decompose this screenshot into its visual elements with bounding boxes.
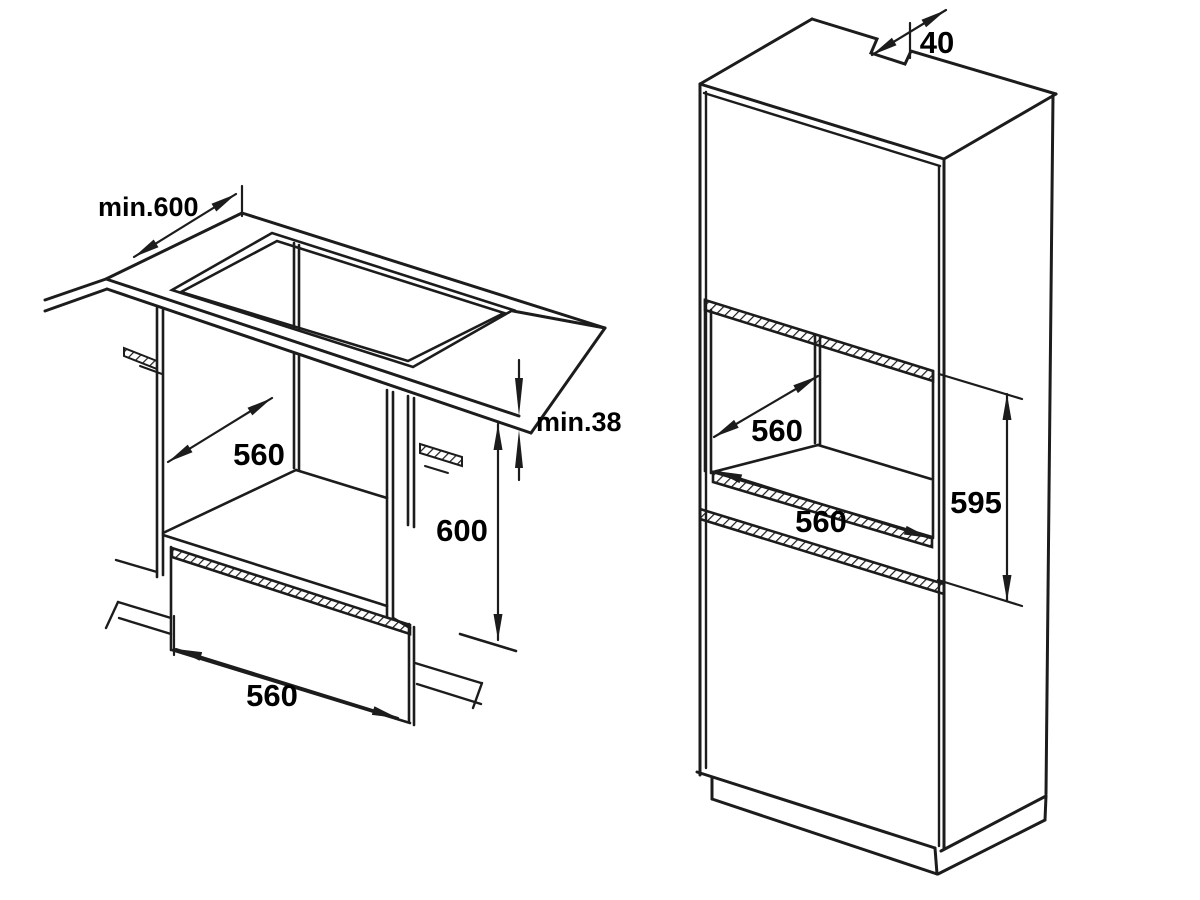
bottom-front-panel	[169, 545, 416, 727]
base-break-lines	[104, 558, 484, 710]
dimension-niche-width: 560	[714, 469, 932, 540]
dimension-cavity-width: 560	[172, 614, 400, 720]
dimension-label-niche-height: 595	[950, 485, 1002, 520]
dimension-label-niche-depth: 560	[751, 413, 803, 448]
dimension-cavity-depth: 560	[166, 396, 285, 472]
oven-niche	[698, 298, 946, 596]
worktop-outline	[43, 211, 607, 435]
dimension-niche-height: 595	[936, 372, 1024, 608]
oven-cavity-structure	[155, 241, 518, 653]
dimension-niche-depth: 560	[712, 374, 820, 448]
dimension-label-rear-gap: 40	[920, 25, 954, 60]
support-rail-right	[419, 442, 463, 474]
dimension-label-worktop-thickness: min.38	[536, 407, 622, 437]
dimension-worktop-depth: min.600	[98, 184, 244, 259]
support-rail-left	[123, 346, 163, 375]
dimension-label-cavity-depth: 560	[233, 437, 285, 472]
dimension-cavity-height: 600	[436, 422, 503, 642]
dimension-label-niche-width: 560	[795, 504, 847, 539]
dimension-worktop-thickness: min.38	[515, 358, 622, 482]
tall-cabinet-outline	[695, 17, 1058, 876]
dimension-label-cavity-width: 560	[246, 678, 298, 713]
dimension-rear-gap: 40	[870, 8, 954, 60]
dimension-label-cavity-height: 600	[436, 513, 488, 548]
worktop-cutout-outline	[168, 231, 517, 369]
dimension-label-worktop-depth: min.600	[98, 192, 199, 222]
tall-cabinet-installation-diagram: 40 560 560 595	[695, 8, 1058, 876]
under-counter-installation-diagram: min.600 560 600 min.38	[43, 184, 622, 727]
